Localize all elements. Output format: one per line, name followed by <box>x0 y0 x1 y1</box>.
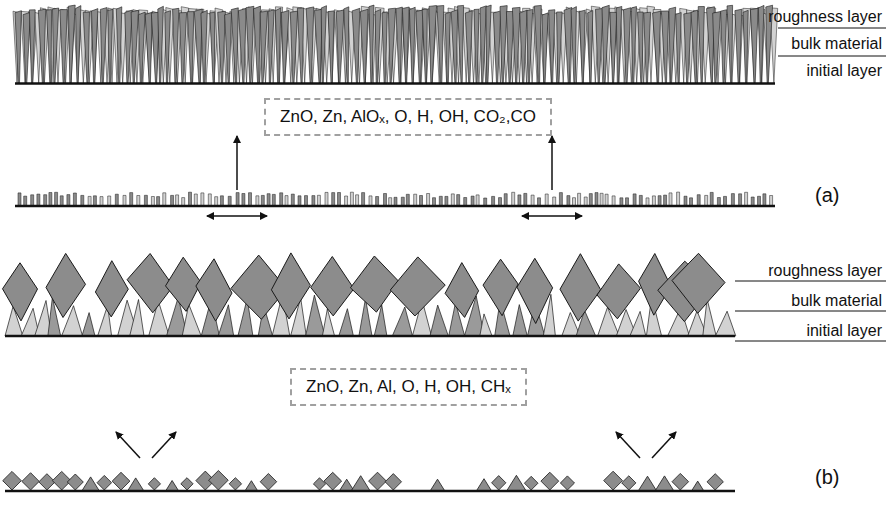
flux-arrow <box>207 136 582 216</box>
layer-separator <box>778 28 886 29</box>
initial-film <box>3 471 724 492</box>
species-list: ZnO, Zn, Al, O, H, OH, CHₓ <box>306 377 511 397</box>
layer-label: initial layer <box>806 322 882 340</box>
flux-arrow <box>116 432 676 458</box>
layer-label: roughness layer <box>768 262 882 280</box>
initial-film <box>18 192 773 206</box>
species-box: ZnO, Zn, AlOₓ, O, H, OH, CO₂,CO <box>264 98 552 136</box>
columnar-film <box>13 5 778 83</box>
layer-label: bulk material <box>791 35 882 53</box>
species-box: ZnO, Zn, Al, O, H, OH, CHₓ <box>290 368 527 406</box>
layer-label: initial layer <box>806 62 882 80</box>
layer-separator <box>735 311 886 312</box>
layer-separator <box>735 281 886 282</box>
panel-label: (b) <box>815 466 839 489</box>
substrate-line <box>5 335 735 338</box>
layer-label: roughness layer <box>768 8 882 26</box>
substrate-line <box>15 82 775 85</box>
substrate-line <box>15 205 775 208</box>
species-list: ZnO, Zn, AlOₓ, O, H, OH, CO₂,CO <box>280 107 536 127</box>
layer-label: bulk material <box>791 292 882 310</box>
layer-separator <box>778 56 886 57</box>
panel-label: (a) <box>815 184 839 207</box>
substrate-line <box>5 490 735 493</box>
layer-separator <box>735 341 886 342</box>
faceted-film <box>3 253 736 336</box>
